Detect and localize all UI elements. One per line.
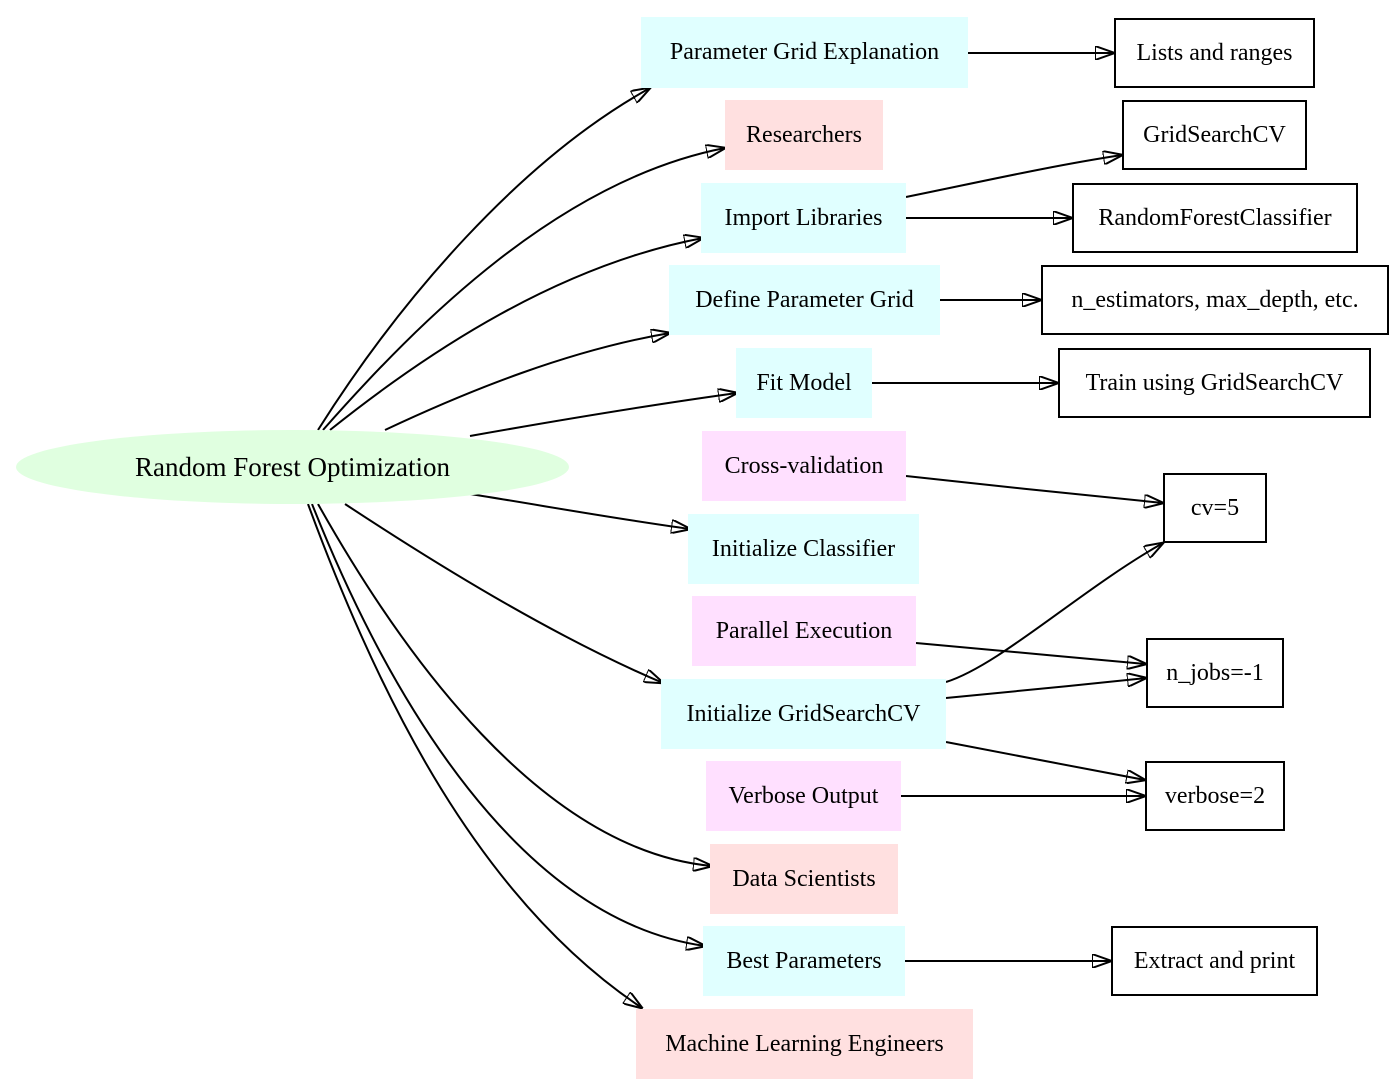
detail-n-jobs: n_jobs=-1 [1146,638,1284,708]
detail-cv: cv=5 [1163,473,1267,543]
node-initialize-gridsearchcv: Initialize GridSearchCV [661,679,946,749]
edge-root-param-grid-explanation [317,88,650,431]
edge-root-data-scientists [317,503,712,866]
node-researchers: Researchers [725,100,883,170]
edge-root-initialize-classifier [469,493,690,529]
node-best-parameters: Best Parameters [703,926,905,996]
node-define-parameter-grid: Define Parameter Grid [669,265,940,335]
node-fit-model: Fit Model [736,348,872,418]
node-import-libraries: Import Libraries [701,183,906,253]
node-parameter-grid-explanation: Parameter Grid Explanation [641,17,968,88]
node-cross-validation: Cross-validation [702,431,906,501]
node-data-scientists: Data Scientists [710,844,898,914]
edge-import-libraries-gridsearchcv [905,155,1122,198]
detail-lists-and-ranges: Lists and ranges [1114,18,1315,88]
edge-parallel-execution-n-jobs [915,642,1146,664]
detail-extract-and-print: Extract and print [1111,926,1318,996]
node-verbose-output: Verbose Output [706,761,901,831]
edge-root-best-parameters [311,503,705,946]
root-node: Random Forest Optimization [16,430,569,504]
detail-train-using-gridsearchcv: Train using GridSearchCV [1058,348,1371,418]
node-machine-learning-engineers: Machine Learning Engineers [636,1009,973,1079]
edge-initialize-gridsearchcv-verbose [945,741,1145,780]
detail-randomforestclassifier: RandomForestClassifier [1072,183,1358,253]
edge-root-define-param-grid [384,333,670,431]
node-parallel-execution: Parallel Execution [692,596,916,666]
edge-root-researchers [322,148,725,431]
detail-parameter-names: n_estimators, max_depth, etc. [1041,265,1389,335]
edge-cross-validation-cv [905,475,1163,503]
node-initialize-classifier: Initialize Classifier [688,514,919,584]
edge-initialize-gridsearchcv-n-jobs [945,678,1146,699]
edge-root-fit-model [469,393,737,437]
detail-gridsearchcv: GridSearchCV [1122,100,1307,170]
edge-root-import-libraries [329,238,703,431]
edge-root-initialize-gridsearchcv [344,503,663,683]
edge-root-ml-engineers [307,503,642,1008]
detail-verbose: verbose=2 [1145,761,1285,831]
edge-initialize-gridsearchcv-cv [945,543,1163,683]
